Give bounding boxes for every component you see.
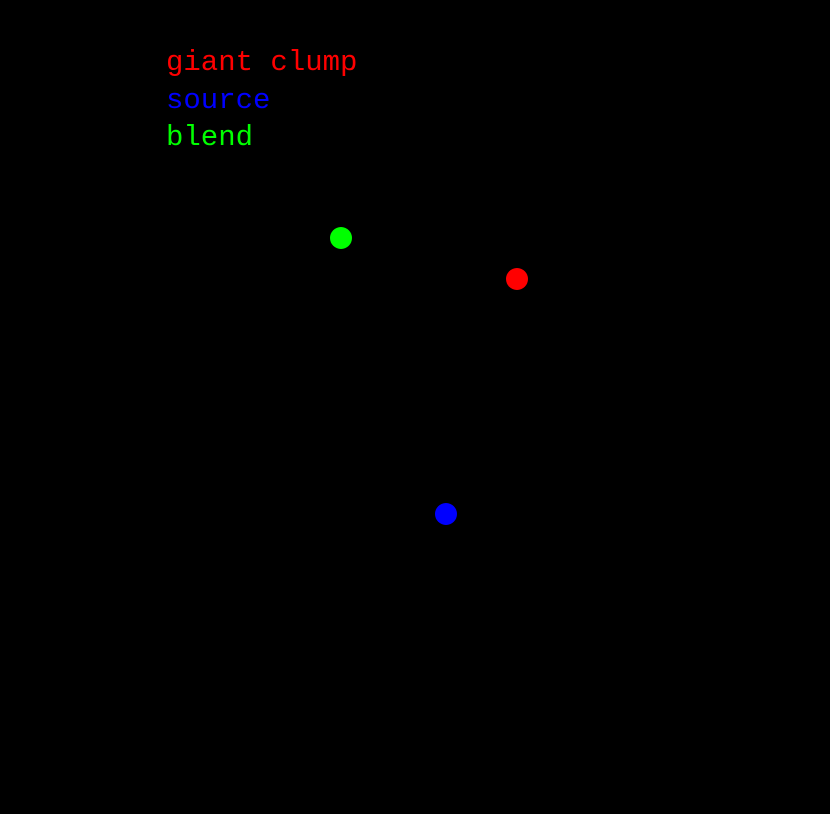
legend-blend: blend xyxy=(166,121,254,154)
blend-point xyxy=(330,227,352,249)
giant-clump-point xyxy=(506,268,528,290)
legend-giant-clump: giant clump xyxy=(166,46,358,79)
source-point xyxy=(435,503,457,525)
legend-source: source xyxy=(166,84,271,117)
